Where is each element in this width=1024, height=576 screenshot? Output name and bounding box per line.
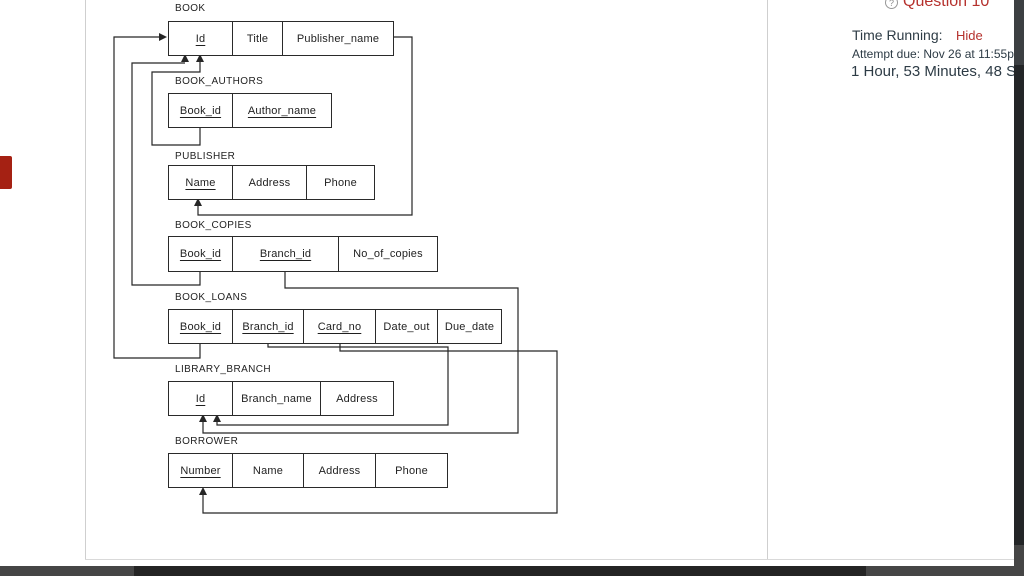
question-header-label: Question 10	[903, 0, 990, 10]
table-book-copies: Book_id Branch_id No_of_copies	[168, 236, 438, 272]
column-bookloans-date-out: Date_out	[376, 310, 438, 343]
vertical-scrollbar[interactable]	[1014, 0, 1024, 576]
table-name-library-branch: LIBRARY_BRANCH	[175, 364, 272, 375]
column-bookauthors-book-id: Book_id	[169, 94, 233, 127]
table-borrower: Number Name Address Phone	[168, 453, 448, 488]
column-bookauthors-author-name: Author_name	[247, 104, 317, 117]
vertical-scrollbar-bottom-cap	[1014, 545, 1024, 576]
column-bookloans-due-date: Due_date	[444, 320, 495, 333]
column-book-id: Id	[169, 22, 233, 55]
table-book-authors: Book_id Author_name	[168, 93, 332, 128]
horizontal-scrollbar-thumb[interactable]	[134, 566, 866, 576]
table-name-book-authors: BOOK_AUTHORS	[175, 76, 264, 87]
column-book-publisher-name: Publisher_name	[296, 32, 380, 45]
table-book: Id Title Publisher_name	[168, 21, 394, 56]
column-borrower-number: Number	[169, 454, 233, 487]
column-publisher-phone: Phone	[324, 176, 357, 189]
table-name-book-loans: BOOK_LOANS	[175, 292, 248, 303]
time-running-label: Time Running:	[852, 27, 943, 43]
column-bookcopies-branch-id: Branch_id	[233, 237, 339, 271]
column-bookcopies-no-of-copies: No_of_copies	[353, 248, 423, 260]
table-name-book: BOOK	[175, 3, 206, 14]
column-librarybranch-branch-name: Branch_name	[233, 382, 321, 415]
table-name-borrower: BORROWER	[175, 436, 239, 447]
table-name-publisher: PUBLISHER	[175, 151, 236, 162]
column-publisher-name: Name	[169, 166, 233, 199]
column-borrower-phone: Phone	[395, 464, 428, 477]
column-bookloans-book-id: Book_id	[169, 310, 233, 343]
question-mark-icon: ?	[885, 0, 898, 9]
column-borrower-address: Address	[304, 454, 376, 487]
attempt-due-text: Attempt due: Nov 26 at 11:55pm	[852, 47, 1014, 61]
column-publisher-address: Address	[233, 166, 307, 199]
content-bottom-rule	[85, 559, 1014, 560]
table-library-branch: Id Branch_name Address	[168, 381, 394, 416]
column-borrower-name: Name	[233, 454, 304, 487]
table-book-loans: Book_id Branch_id Card_no Date_out Due_d…	[168, 309, 502, 344]
table-publisher: Name Address Phone	[168, 165, 375, 200]
table-name-book-copies: BOOK_COPIES	[175, 220, 252, 231]
column-bookloans-branch-id: Branch_id	[233, 310, 304, 343]
elapsed-time-text: 1 Hour, 53 Minutes, 48 Seconds	[851, 63, 1014, 80]
hide-timer-link[interactable]: Hide	[956, 28, 983, 43]
column-librarybranch-address: Address	[336, 392, 378, 405]
vertical-scrollbar-thumb[interactable]	[1014, 0, 1024, 65]
question-header: ? Question 10	[885, 0, 989, 13]
column-book-title: Title	[233, 22, 283, 55]
column-bookloans-card-no: Card_no	[304, 310, 376, 343]
column-bookcopies-book-id: Book_id	[169, 237, 233, 271]
question-flag-marker[interactable]	[0, 156, 12, 189]
quiz-sidebar: ? Question 10 Time Running: Hide Attempt…	[845, 0, 1014, 140]
horizontal-scrollbar[interactable]	[0, 566, 1024, 576]
column-librarybranch-id: Id	[169, 382, 233, 415]
